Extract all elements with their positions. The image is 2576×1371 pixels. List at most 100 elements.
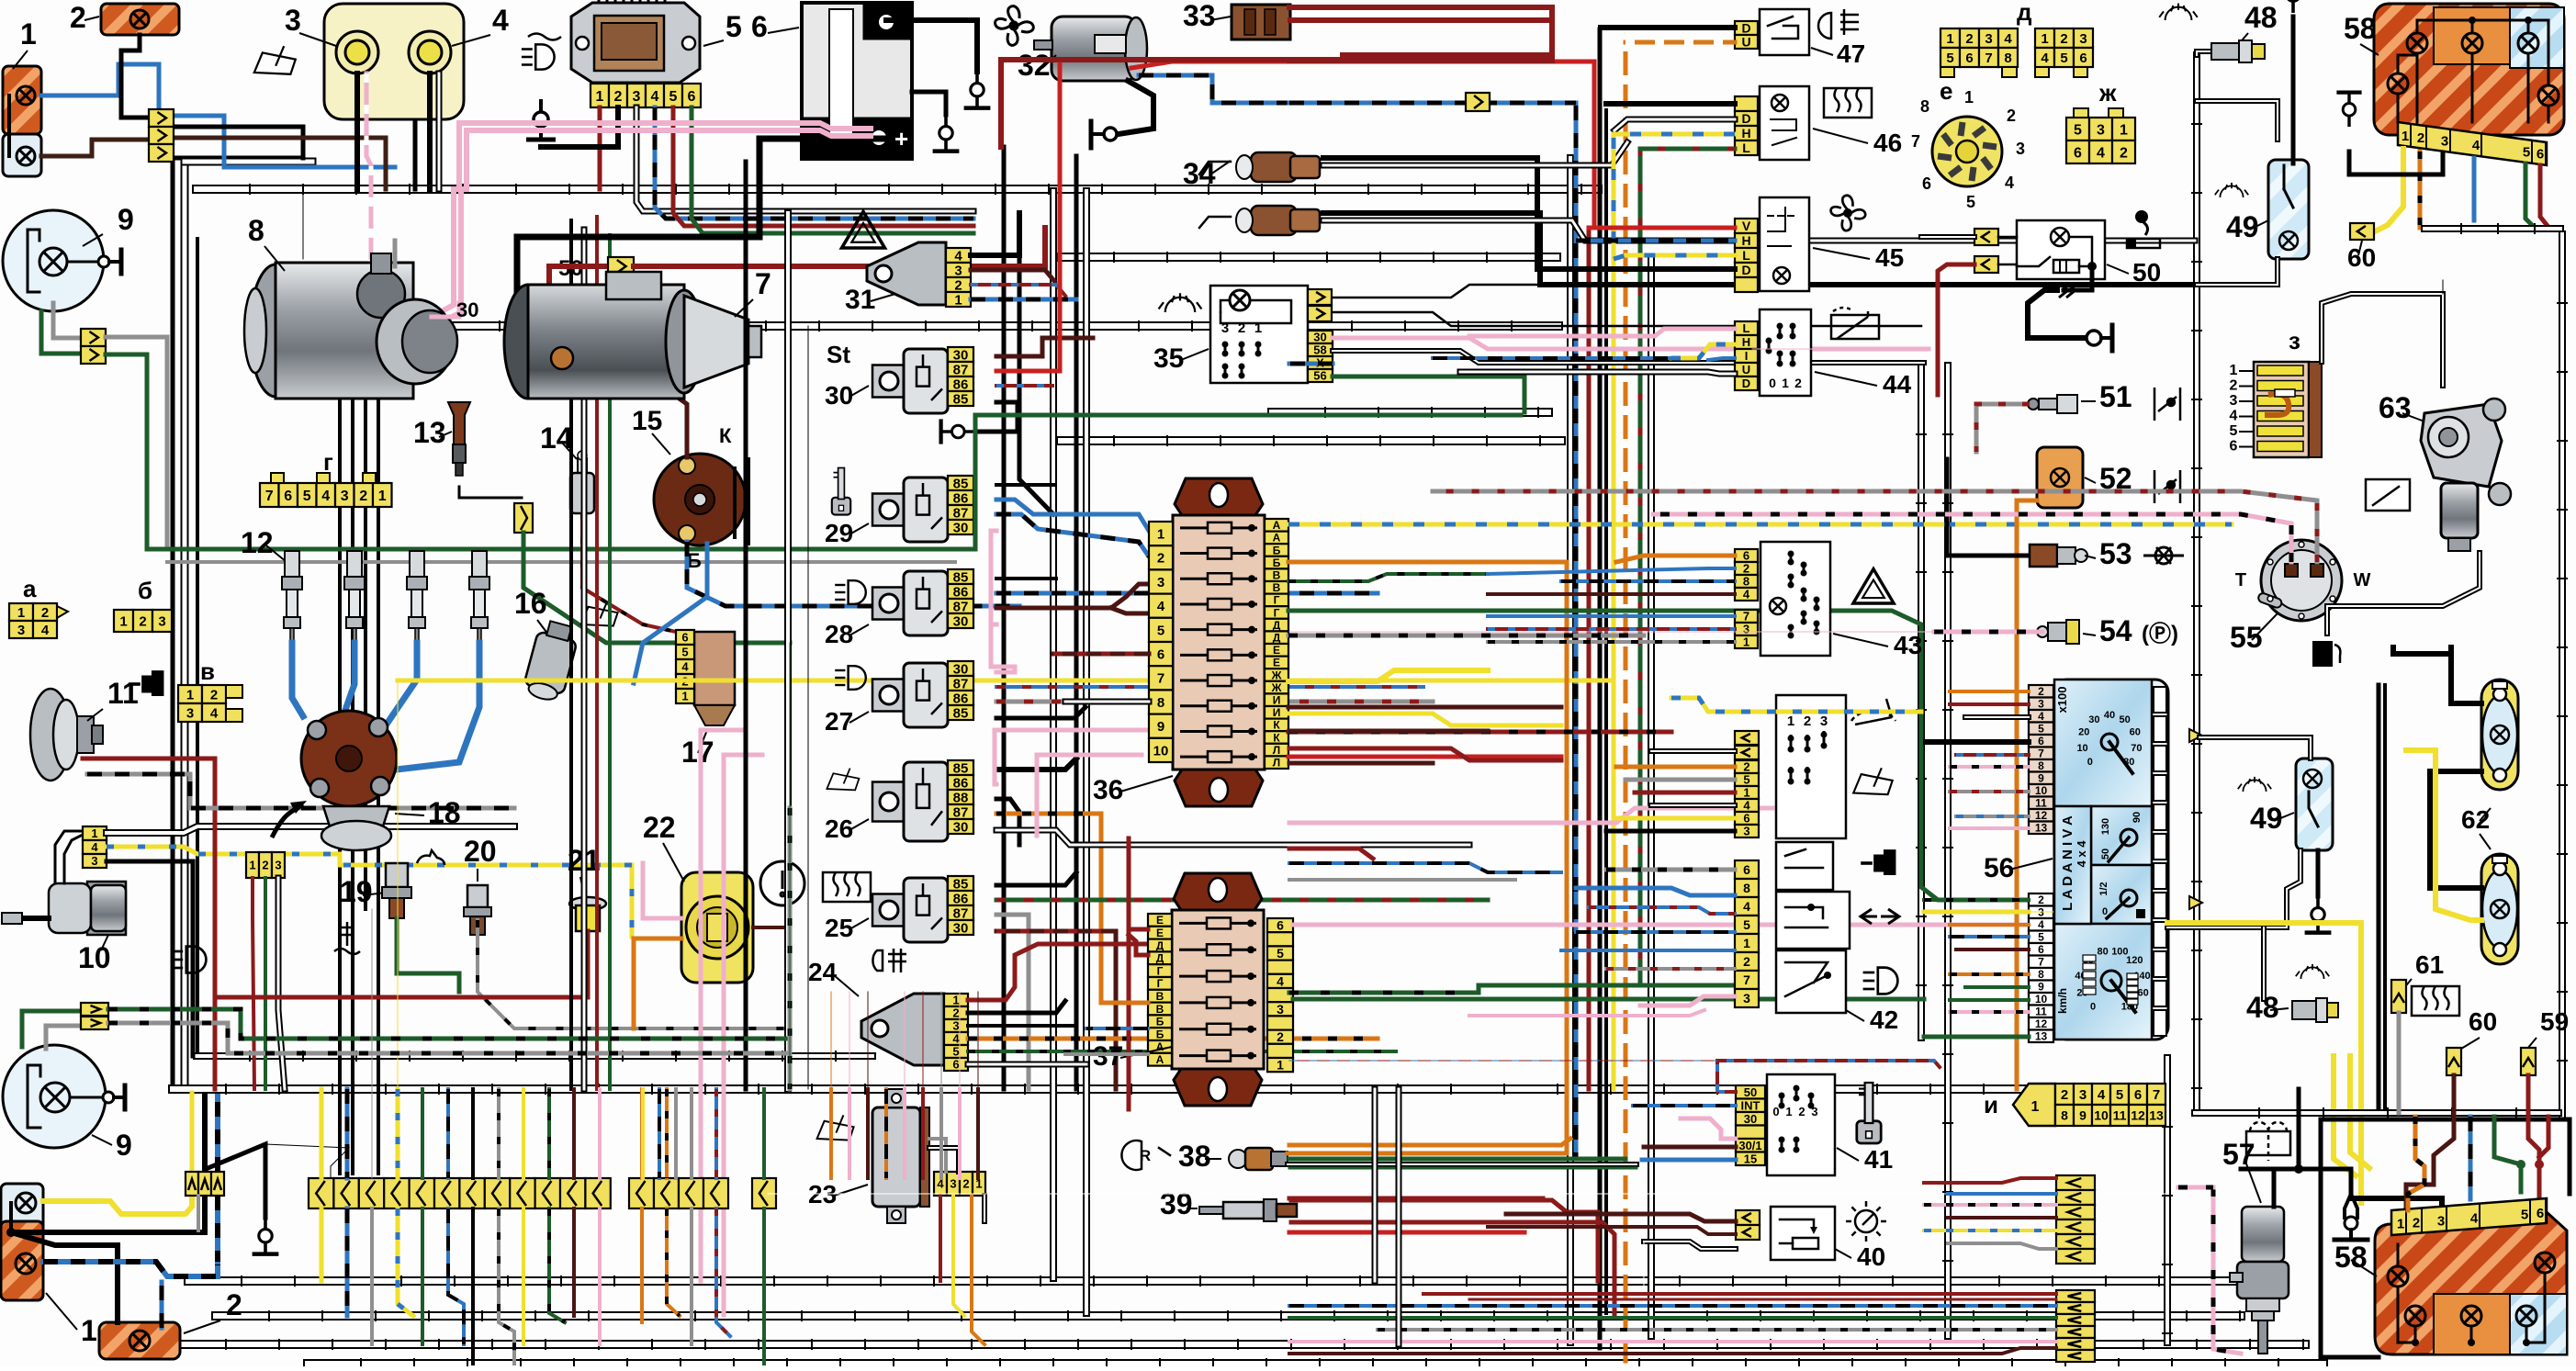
svg-text:5: 5 — [2060, 51, 2067, 66]
svg-text:3: 3 — [2079, 1087, 2087, 1103]
svg-text:41: 41 — [1864, 1145, 1893, 1174]
svg-text:4: 4 — [321, 489, 330, 504]
svg-text:86: 86 — [953, 891, 969, 906]
svg-text:11: 11 — [2035, 1006, 2047, 1018]
svg-text:11: 11 — [107, 677, 139, 710]
svg-text:85: 85 — [953, 476, 969, 491]
svg-text:15: 15 — [1744, 1152, 1757, 1165]
svg-text:2: 2 — [2007, 107, 2016, 125]
svg-text:90: 90 — [2132, 812, 2143, 823]
svg-text:3: 3 — [2441, 134, 2448, 150]
svg-text:W: W — [2354, 570, 2371, 590]
svg-text:8: 8 — [2004, 51, 2011, 66]
svg-text:120: 120 — [2126, 955, 2143, 966]
svg-text:3: 3 — [1221, 320, 1229, 336]
svg-text:3: 3 — [2079, 31, 2087, 47]
svg-text:9: 9 — [116, 1129, 132, 1162]
svg-text:6: 6 — [2230, 439, 2238, 455]
svg-text:5: 5 — [2230, 423, 2238, 439]
svg-text:50: 50 — [2120, 714, 2131, 725]
svg-text:3: 3 — [1985, 31, 1992, 47]
svg-text:85: 85 — [953, 391, 969, 407]
svg-text:11: 11 — [2035, 797, 2047, 810]
svg-text:6: 6 — [2134, 1087, 2142, 1103]
svg-text:И: И — [1273, 706, 1281, 719]
svg-text:7: 7 — [1743, 610, 1749, 624]
svg-text:2: 2 — [262, 859, 268, 872]
svg-text:L: L — [1742, 248, 1750, 263]
svg-text:49: 49 — [2250, 802, 2283, 835]
svg-text:7: 7 — [2038, 747, 2044, 760]
svg-text:1/2: 1/2 — [2098, 882, 2109, 895]
svg-text:2: 2 — [41, 605, 49, 621]
svg-text:V: V — [1742, 219, 1751, 233]
svg-text:1: 1 — [2120, 122, 2128, 138]
svg-text:0: 0 — [2102, 906, 2108, 917]
svg-text:T: T — [2235, 570, 2246, 590]
svg-text:1: 1 — [1743, 635, 1749, 649]
svg-text:1: 1 — [1254, 320, 1262, 336]
svg-text:1: 1 — [1157, 527, 1164, 543]
svg-text:5: 5 — [303, 489, 311, 504]
svg-text:8: 8 — [1157, 695, 1164, 711]
svg-text:А: А — [1273, 519, 1281, 532]
svg-text:2: 2 — [1277, 1029, 1284, 1044]
svg-text:6: 6 — [681, 631, 688, 645]
svg-text:Г: Г — [1157, 977, 1164, 990]
svg-text:9: 9 — [2038, 772, 2044, 785]
svg-text:4 x 4: 4 x 4 — [2075, 840, 2088, 868]
svg-text:30: 30 — [456, 298, 478, 321]
svg-text:5: 5 — [2074, 122, 2082, 138]
svg-text:58: 58 — [1313, 343, 1326, 357]
svg-text:4: 4 — [2098, 1087, 2106, 1103]
svg-text:56: 56 — [1313, 369, 1326, 383]
svg-text:2: 2 — [1743, 954, 1750, 969]
svg-text:47: 47 — [1837, 39, 1865, 68]
svg-text:4: 4 — [952, 1032, 960, 1046]
svg-text:7: 7 — [1743, 972, 1750, 987]
svg-text:7: 7 — [1911, 132, 1920, 151]
svg-text:85: 85 — [953, 569, 969, 585]
svg-text:1: 1 — [681, 690, 688, 703]
svg-text:4: 4 — [651, 89, 659, 105]
svg-text:ж: ж — [2098, 79, 2117, 107]
svg-text:80: 80 — [2123, 757, 2134, 768]
svg-text:59: 59 — [2540, 1007, 2569, 1036]
svg-text:30: 30 — [953, 613, 969, 629]
svg-text:6: 6 — [1277, 918, 1284, 933]
svg-text:28: 28 — [825, 620, 853, 648]
svg-text:U: U — [1742, 363, 1750, 376]
svg-text:53: 53 — [2099, 537, 2132, 570]
svg-text:85: 85 — [953, 705, 969, 721]
svg-text:4: 4 — [492, 4, 509, 37]
svg-text:2: 2 — [1743, 760, 1749, 774]
svg-text:Д: Д — [1273, 632, 1281, 645]
svg-text:8: 8 — [1743, 575, 1749, 589]
svg-text:30: 30 — [953, 347, 969, 363]
svg-text:33: 33 — [1183, 0, 1216, 32]
svg-text:87: 87 — [953, 905, 969, 921]
svg-text:km/h: km/h — [2056, 988, 2069, 1014]
svg-text:4: 4 — [2041, 51, 2049, 66]
svg-text:4: 4 — [2097, 145, 2105, 161]
svg-text:100: 100 — [2111, 946, 2128, 957]
svg-text:3: 3 — [285, 4, 301, 37]
svg-text:86: 86 — [953, 691, 969, 706]
svg-text:50: 50 — [2100, 848, 2111, 860]
svg-text:1: 1 — [2402, 129, 2409, 144]
svg-text:20: 20 — [2078, 727, 2089, 738]
svg-text:4: 4 — [681, 660, 689, 674]
svg-text:10: 10 — [2094, 1108, 2109, 1123]
svg-text:2: 2 — [614, 89, 623, 105]
svg-text:12: 12 — [2131, 1108, 2145, 1123]
svg-text:51: 51 — [2099, 380, 2132, 413]
svg-text:3: 3 — [954, 263, 962, 278]
svg-text:16: 16 — [514, 587, 547, 620]
svg-text:9: 9 — [118, 203, 134, 236]
svg-text:И: И — [1273, 694, 1281, 707]
svg-text:6: 6 — [284, 489, 292, 504]
svg-text:1: 1 — [952, 994, 959, 1007]
svg-text:87: 87 — [953, 676, 969, 691]
svg-text:4: 4 — [2472, 138, 2480, 153]
svg-text:1: 1 — [81, 1314, 97, 1347]
